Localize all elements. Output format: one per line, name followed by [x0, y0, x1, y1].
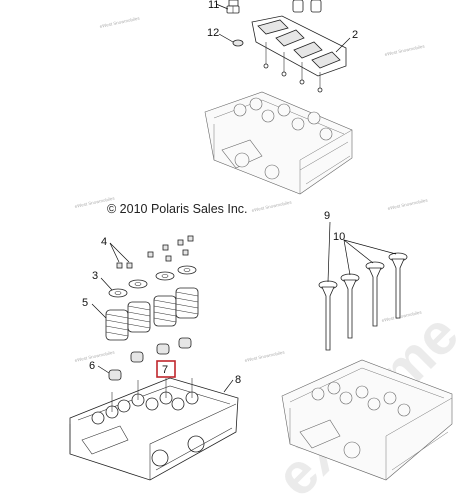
callout-4[interactable]: 4 [101, 236, 107, 248]
callout-8[interactable]: 8 [235, 374, 241, 386]
callout-9[interactable]: 9 [324, 210, 330, 222]
leader-line [97, 365, 110, 374]
leader-line [109, 242, 130, 263]
valve-spring-part-5[interactable] [105, 287, 199, 341]
callout-7[interactable]: 7 [162, 364, 168, 376]
watermark-stamp: eWest Snowmobiles [251, 199, 293, 213]
leader-line [343, 239, 374, 264]
valve-keeper-part-4[interactable] [116, 235, 194, 269]
leader-line [215, 3, 229, 10]
valve-part-9[interactable] [318, 252, 408, 351]
upper-cylinder-head [204, 91, 353, 195]
leader-line [327, 221, 331, 283]
valve-seal-part-6[interactable] [108, 337, 192, 381]
callout-11[interactable]: 11 [208, 0, 219, 11]
callout-2[interactable]: 2 [352, 29, 358, 41]
spring-retainer-part-3[interactable] [108, 265, 197, 298]
leader-line [335, 37, 351, 53]
washer-part-12[interactable] [232, 39, 244, 47]
watermark-stamp: eWest Snowmobiles [387, 197, 429, 211]
leader-line [343, 239, 397, 255]
leader-line [109, 242, 120, 263]
cylinder-head-part-8[interactable] [69, 377, 239, 481]
second-cylinder-head [281, 359, 453, 481]
callout-7-highlight [156, 360, 176, 378]
watermark-stamp: eWest Snowmobiles [384, 43, 426, 57]
leader-line [343, 239, 351, 276]
rocker-arm-assembly-2[interactable] [251, 15, 347, 93]
callout-3[interactable]: 3 [92, 270, 98, 282]
watermark-stamp: eWest Snowmobiles [99, 15, 141, 29]
leader-line [218, 33, 234, 43]
copyright-text: © 2010 Polaris Sales Inc. [107, 202, 248, 216]
watermark-stamp: eWest Snowmobiles [244, 349, 286, 363]
tube-part [292, 0, 322, 13]
callout-6[interactable]: 6 [89, 360, 95, 372]
callout-10[interactable]: 10 [333, 231, 345, 243]
leader-line [223, 379, 234, 393]
callout-12[interactable]: 12 [207, 27, 219, 39]
callout-5[interactable]: 5 [82, 297, 88, 309]
leader-line [91, 303, 107, 319]
leader-line [100, 277, 113, 291]
bolt-part-11[interactable] [226, 0, 240, 14]
